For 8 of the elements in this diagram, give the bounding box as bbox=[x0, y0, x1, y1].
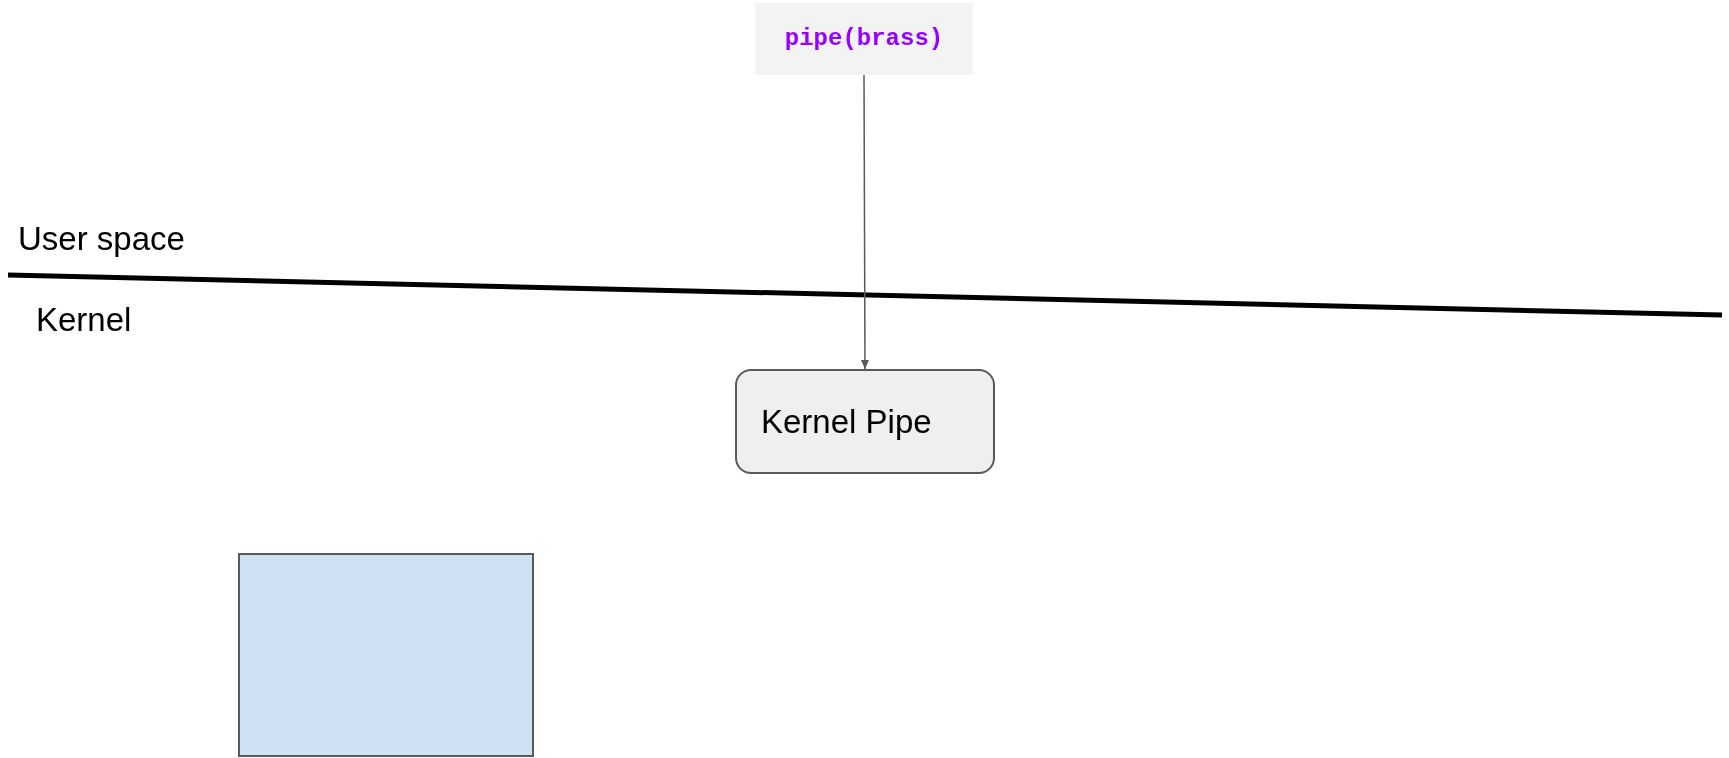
region-label: User space bbox=[18, 222, 185, 255]
code-box bbox=[755, 3, 973, 75]
process-box bbox=[735, 369, 995, 474]
node-text: Kernel Pipe bbox=[761, 401, 932, 442]
node-text: pipe(brass) bbox=[784, 24, 944, 54]
empty-box bbox=[238, 553, 534, 757]
arrow bbox=[860, 74, 869, 370]
region-label: Kernel bbox=[36, 303, 132, 336]
